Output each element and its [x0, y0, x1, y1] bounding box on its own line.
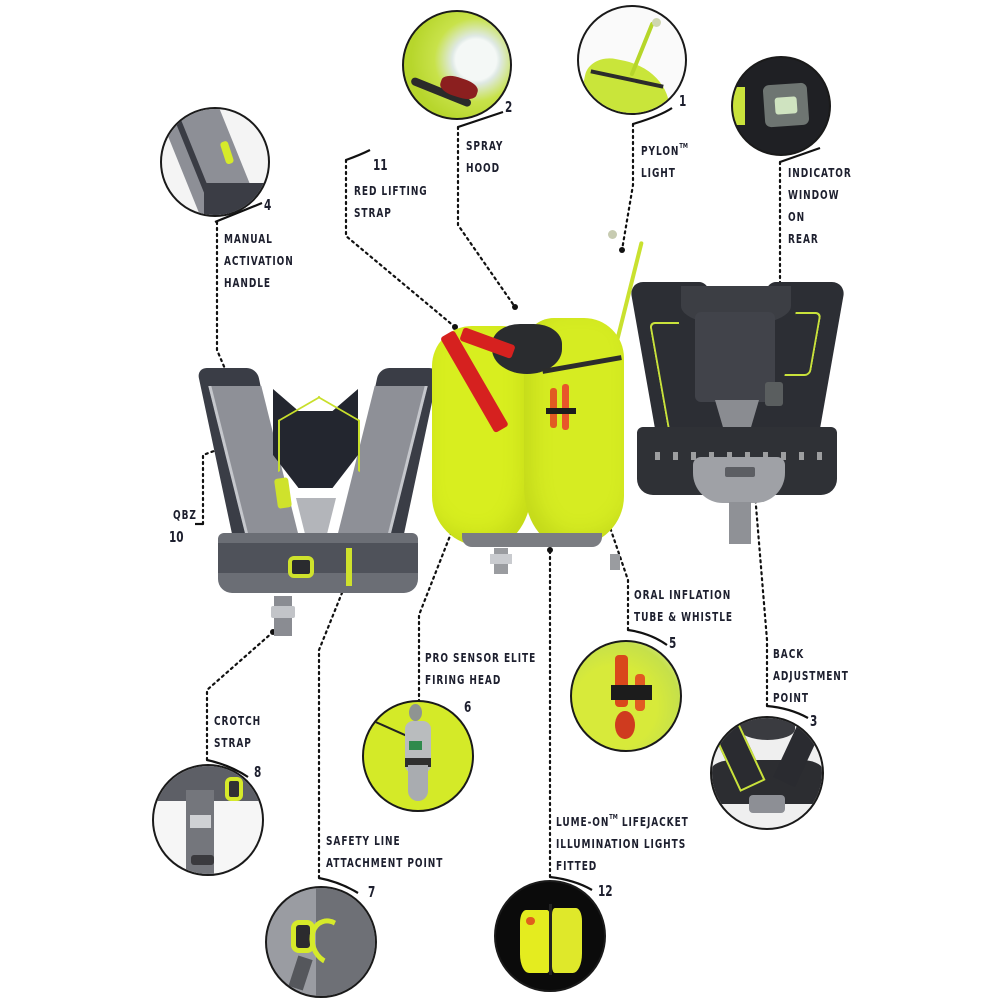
- lume-on-callout: [494, 880, 606, 992]
- label-qbz: QBZ: [173, 507, 197, 522]
- rear-vest: [629, 282, 846, 552]
- label-back-adjustment-point: BACK ADJUSTMENT POINT: [773, 646, 849, 705]
- callout-number-4: 4: [264, 196, 272, 214]
- callout-number-1: 1: [679, 92, 687, 110]
- callout-number-5: 5: [669, 634, 677, 652]
- safety-line-ring: [288, 556, 314, 578]
- label-pylon-light: PYLONTM LIGHT: [641, 142, 688, 180]
- spray-hood-callout: [402, 10, 512, 120]
- label-red-lifting-strap: RED LIFTING STRAP: [354, 183, 428, 220]
- qbz-tab: [273, 477, 293, 509]
- oral-inflation-callout: [570, 640, 682, 752]
- indicator-window-icon: [762, 82, 810, 128]
- lume-light-icon: [526, 916, 535, 926]
- whistle: [562, 384, 569, 430]
- label-spray-hood: SPRAY HOOD: [466, 138, 504, 175]
- label-oral-inflation-tube-whistle: ORAL INFLATION TUBE & WHISTLE: [634, 587, 733, 624]
- label-lume-on-illumination-lights: LUME-ONTM LIFEJACKET ILLUMINATION LIGHTS…: [556, 813, 689, 873]
- back-adjustment-strap: [729, 502, 751, 544]
- callout-number-7: 7: [368, 883, 376, 901]
- pylon-light-callout: [577, 5, 687, 115]
- back-adjustment-callout: [710, 716, 824, 830]
- callout-number-6: 6: [464, 698, 472, 716]
- callout-number-12: 12: [598, 882, 613, 900]
- whistle-icon: [615, 711, 635, 740]
- front-vest: [196, 368, 440, 648]
- label-manual-activation-handle: MANUAL ACTIVATION HANDLE: [224, 231, 294, 290]
- crotch-strap-callout: [152, 764, 264, 876]
- callout-number-3: 3: [810, 712, 818, 730]
- callout-number-10: 10: [169, 528, 184, 546]
- indicator-window-callout: [731, 56, 831, 156]
- label-safety-line-attachment-point: SAFETY LINE ATTACHMENT POINT: [326, 833, 444, 870]
- indicator-window: [765, 382, 783, 406]
- callout-number-8: 8: [254, 763, 262, 781]
- inflated-vest: [432, 230, 644, 598]
- label-pro-sensor-elite-firing-head: PRO SENSOR ELITE FIRING HEAD: [425, 650, 537, 687]
- callout-number-11: 11: [373, 156, 388, 174]
- firing-head-callout: [362, 700, 474, 812]
- label-indicator-window-on-rear: INDICATOR WINDOW ON REAR: [788, 165, 852, 246]
- back-adjustment-icon: [749, 795, 785, 813]
- safety-line-callout: [265, 886, 377, 998]
- safety-ring-icon: [290, 920, 315, 953]
- label-crotch-strap: CROTCH STRAP: [214, 713, 262, 750]
- manual-handle-callout: [160, 107, 270, 217]
- callout-number-2: 2: [505, 98, 513, 116]
